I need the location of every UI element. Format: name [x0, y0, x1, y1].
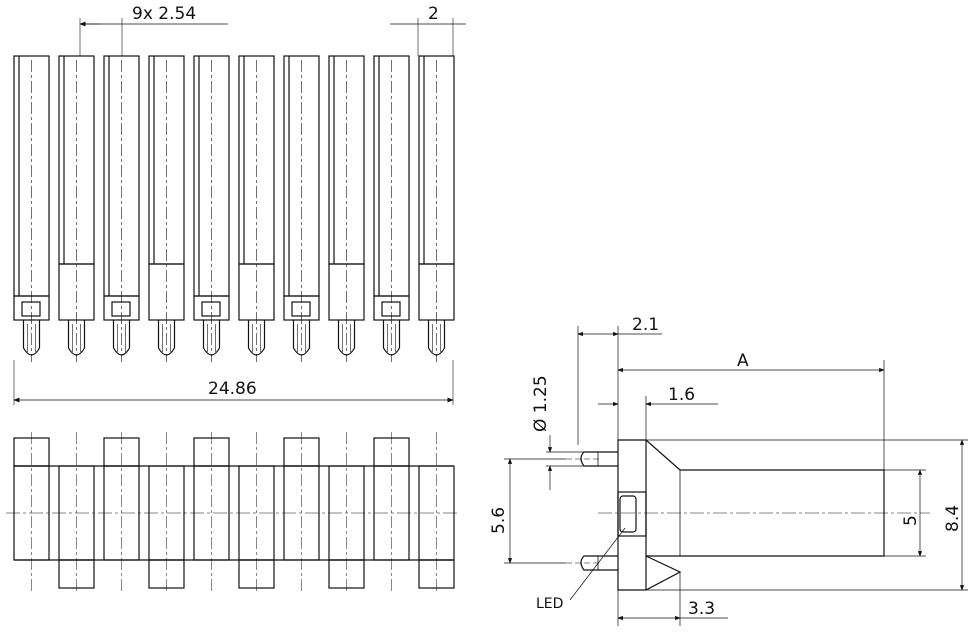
- front-pin-9: [373, 55, 410, 362]
- side-view-labels: 2.1 A 1.6 Ø 1.25 5.6 5 8.4 3.3 LED: [489, 315, 963, 619]
- led-window: [291, 301, 311, 317]
- front-pin-7: [283, 55, 320, 362]
- pin-tip: [67, 320, 86, 356]
- led-housing: [193, 295, 230, 321]
- front-view-dimensions: 9x 2.54 2 24.86: [13, 4, 466, 405]
- pin-base: [238, 263, 275, 321]
- pin-base: [58, 263, 95, 321]
- led-window: [381, 301, 401, 317]
- led-housing: [103, 295, 140, 321]
- pin-tip: [247, 320, 266, 356]
- lower-pin: [580, 555, 618, 571]
- led-label: LED: [536, 596, 563, 612]
- front-pin-4: [148, 55, 185, 362]
- bottom-view: [6, 432, 460, 594]
- offset-label: 2.1: [632, 315, 659, 335]
- diameter-label: Ø 1.25: [531, 375, 551, 432]
- base-label: 3.3: [688, 599, 715, 619]
- front-pin-5: [193, 55, 230, 362]
- pin-tip: [202, 320, 221, 356]
- overall-width-label: 24.86: [208, 379, 257, 399]
- led-window: [111, 301, 131, 317]
- front-view: [13, 55, 455, 362]
- pitch-label: 9x 2.54: [132, 4, 196, 24]
- pin-tip: [157, 320, 176, 356]
- pin-base: [418, 263, 455, 321]
- pin-tip: [382, 320, 401, 356]
- pin-tip: [292, 320, 311, 356]
- overall-height-label: 8.4: [943, 505, 963, 532]
- pin-base: [328, 263, 365, 321]
- pin-spacing-label: 5.6: [489, 507, 509, 534]
- led-cavity: [617, 491, 647, 537]
- side-view: [566, 439, 930, 591]
- pin-offset-label: 1.6: [668, 385, 695, 405]
- led-housing: [13, 295, 50, 321]
- front-pin-2: [58, 55, 95, 362]
- led: [619, 495, 637, 533]
- pin-base: [148, 263, 185, 321]
- led-housing: [373, 295, 410, 321]
- led-window: [21, 301, 41, 317]
- front-pin-8: [328, 55, 365, 362]
- pin-tip: [427, 320, 446, 356]
- pin-tip: [337, 320, 356, 356]
- led-housing: [283, 295, 320, 321]
- led-holder-body: [617, 439, 885, 591]
- pin-width-label: 2: [428, 4, 439, 24]
- front-pin-1: [13, 55, 50, 362]
- led-window: [201, 301, 221, 317]
- front-pin-10: [418, 55, 455, 362]
- front-pin-6: [238, 55, 275, 362]
- length-label: A: [737, 351, 749, 371]
- pin-tip: [112, 320, 131, 356]
- body-height-label: 5: [901, 515, 921, 526]
- side-view-dimensions: [504, 326, 968, 626]
- led-leader-line: [569, 527, 626, 601]
- pin-tip: [22, 320, 41, 356]
- front-pin-3: [103, 55, 140, 362]
